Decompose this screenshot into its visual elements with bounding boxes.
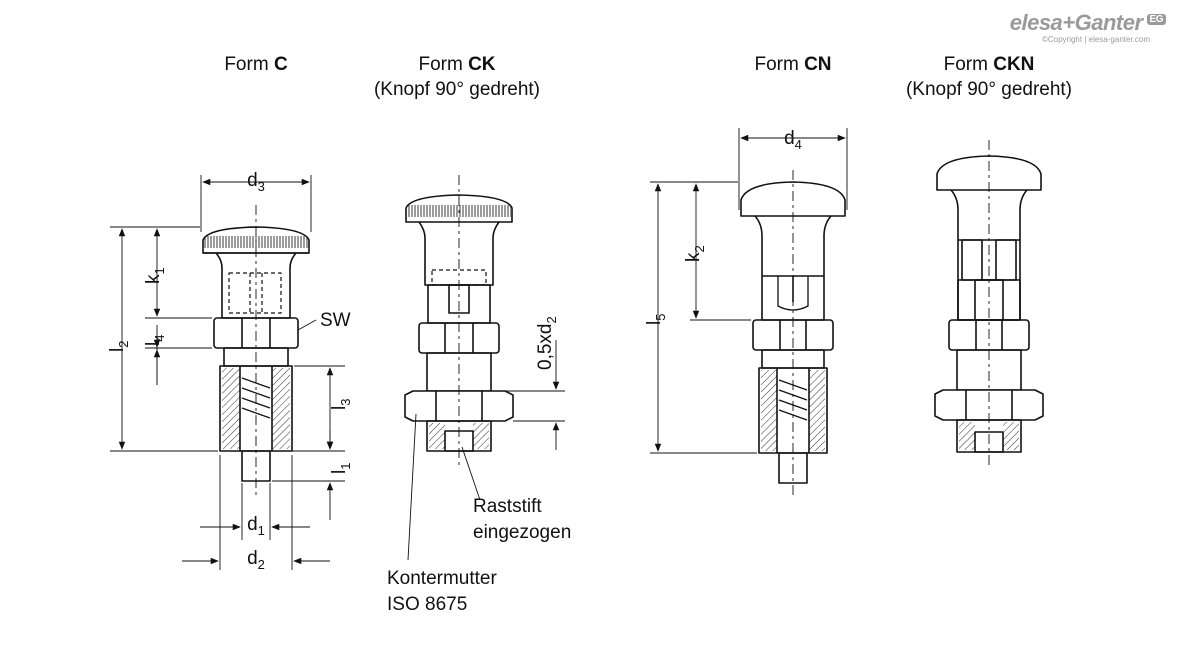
dim-d2: d2 [247,548,265,576]
form-ck-prefix: Form [418,54,469,75]
callout-raststift-2: eingezogen [473,522,572,543]
dim-half-d2-base: 0,5xd [535,323,556,370]
dim-l2-base: l [107,347,128,352]
dim-d4: d4 [784,128,802,156]
dim-l2: l2 [107,341,131,352]
dim-l1-base: l [329,469,350,474]
callout-raststift-1: Raststift [473,496,542,517]
dim-l3: l3 [329,399,353,410]
form-ck-title: Form CK [418,54,495,76]
form-ckn-drawing [934,140,1044,465]
form-ck-drawing [404,175,565,561]
dim-k1-sub: 1 [152,267,167,275]
dim-l3-base: l [329,405,350,410]
form-c-title: Form C [224,54,287,76]
dim-k1-base: k [143,274,164,285]
logo-text: elesa+Ganter [1009,10,1143,35]
dim-l1-sub: 1 [338,462,353,470]
dim-d2-sub: 2 [257,557,265,572]
dim-d4-sub: 4 [794,137,802,152]
dim-k2-sub: 2 [692,245,707,253]
dim-d3: d3 [247,170,265,198]
dim-k2: k2 [683,245,707,262]
callout-kontermutter-2: ISO 8675 [387,594,468,615]
dim-k1: k1 [143,267,167,284]
form-cn-title: Form CN [754,54,831,76]
dim-d1-sub: 1 [257,523,265,538]
dim-d4-base: d [784,128,795,149]
form-ckn-prefix: Form [943,54,994,75]
form-ckn-note: (Knopf 90° gedreht) [905,79,1073,100]
dim-l5-sub: 5 [653,313,668,321]
copyright-note: ©Copyright | elesa-ganter.com [1041,35,1150,44]
form-ckn-code: CKN [993,54,1035,75]
dim-half-d2: 0,5xd2 [535,316,559,370]
dim-half-d2-sub: 2 [544,316,559,324]
form-cn-drawing [650,128,848,497]
form-cn-prefix: Form [754,54,805,75]
form-ck-code: CK [468,54,496,75]
form-ck-note: (Knopf 90° gedreht) [373,79,541,100]
form-c-prefix: Form [224,54,274,75]
dim-l3-sub: 3 [338,398,353,406]
dim-d1-base: d [247,514,258,535]
dim-d2-base: d [247,548,258,569]
dim-d1: d1 [247,514,265,542]
form-ckn-title: Form CKN [944,54,1035,76]
dim-l4-base: l [143,341,164,346]
logo-badge: EG [1146,13,1166,25]
dim-sw: SW [320,310,351,331]
dim-l4-sub: 4 [152,334,167,342]
form-c-drawing [110,175,345,570]
dim-l4: l4 [143,335,167,346]
dim-d3-base: d [247,170,258,191]
dim-l5: l5 [644,314,668,325]
dim-k2-base: k [683,252,704,263]
dim-d3-sub: 3 [257,179,265,194]
form-cn-code: CN [804,54,832,75]
callout-kontermutter-1: Kontermutter [387,568,497,589]
dim-l5-base: l [644,320,665,325]
dim-l1: l1 [329,463,353,474]
dim-l2-sub: 2 [116,340,131,348]
form-c-code: C [273,54,288,75]
